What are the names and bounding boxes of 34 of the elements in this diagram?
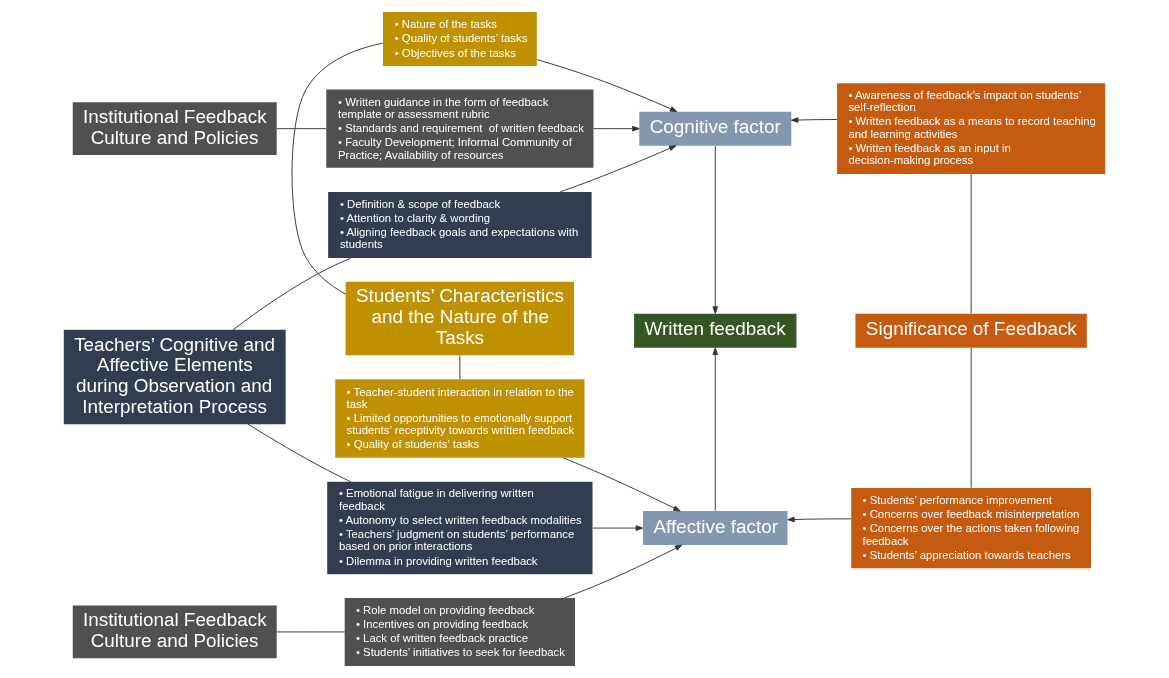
connector	[970, 347, 972, 489]
node-box: Students’ Characteristics and the Nature of the Tasks	[345, 281, 575, 356]
arrow	[712, 347, 719, 512]
node-box: Written feedback	[634, 313, 797, 348]
node-box: Institutional Feedback Culture and Policies	[72, 102, 277, 156]
arrow	[790, 117, 838, 123]
arrow	[564, 544, 683, 599]
arrow	[536, 59, 678, 113]
node-box: Teachers’ Cognitive and Affective Elements during Observation and Interpretation Process	[63, 329, 286, 425]
connector	[291, 42, 384, 295]
arrow	[559, 145, 677, 193]
arrow	[592, 525, 644, 531]
node-box: • Role model on providing feedback • Incentives on providing feedback • Lack of written feedback practice • Students’ initiatives to seek for feedback	[344, 597, 576, 666]
connector	[276, 631, 346, 633]
node-box: • Nature of the tasks • Quality of students’ tasks • Objectives of the tasks	[382, 12, 537, 66]
arrow	[593, 125, 640, 132]
node-box: • Awareness of feedback’s impact on students’ self-reflection • Written feedback as a means to record teaching and learning activities • Written feedback as an input in decision-making process	[837, 83, 1106, 174]
arrow	[562, 457, 681, 512]
node-box: • Emotional fatigue in delivering written feedback • Autonomy to select written feedback modalities • Teachers’ judgment on students’ performance based on prior interactions • Dilemma in providing written feedback	[327, 481, 593, 575]
node-box: Cognitive factor	[639, 111, 792, 146]
connector	[276, 128, 327, 130]
node-box: Affective factor	[643, 511, 788, 546]
node-box: Institutional Feedback Culture and Policies	[72, 605, 277, 659]
node-box: • Written guidance in the form of feedback template or assessment rubric • Standards and requirement of written feedback • Faculty Development; Informal Community of Practice; Availability of resources	[326, 89, 594, 168]
node-box: • Students’ performance improvement • Concerns over feedback misinterpretation • Concerns over the actions taken following feedback • Students’ appreciation towards teachers	[851, 487, 1092, 569]
connector	[970, 173, 972, 314]
connector	[459, 354, 461, 380]
node-box: Significance of Feedback	[855, 313, 1087, 348]
node-box: • Teacher-student interaction in relation to the task • Limited opportunities to emotionally support students’ receptivity towards written feedback • Quality of students’ tasks	[335, 379, 585, 458]
connector	[247, 423, 351, 483]
arrow	[712, 145, 719, 314]
connector	[232, 257, 352, 331]
node-box: • Definition & scope of feedback • Attention to clarity & wording • Aligning feedback goals and expectations with students	[328, 191, 592, 259]
arrow	[787, 516, 852, 523]
